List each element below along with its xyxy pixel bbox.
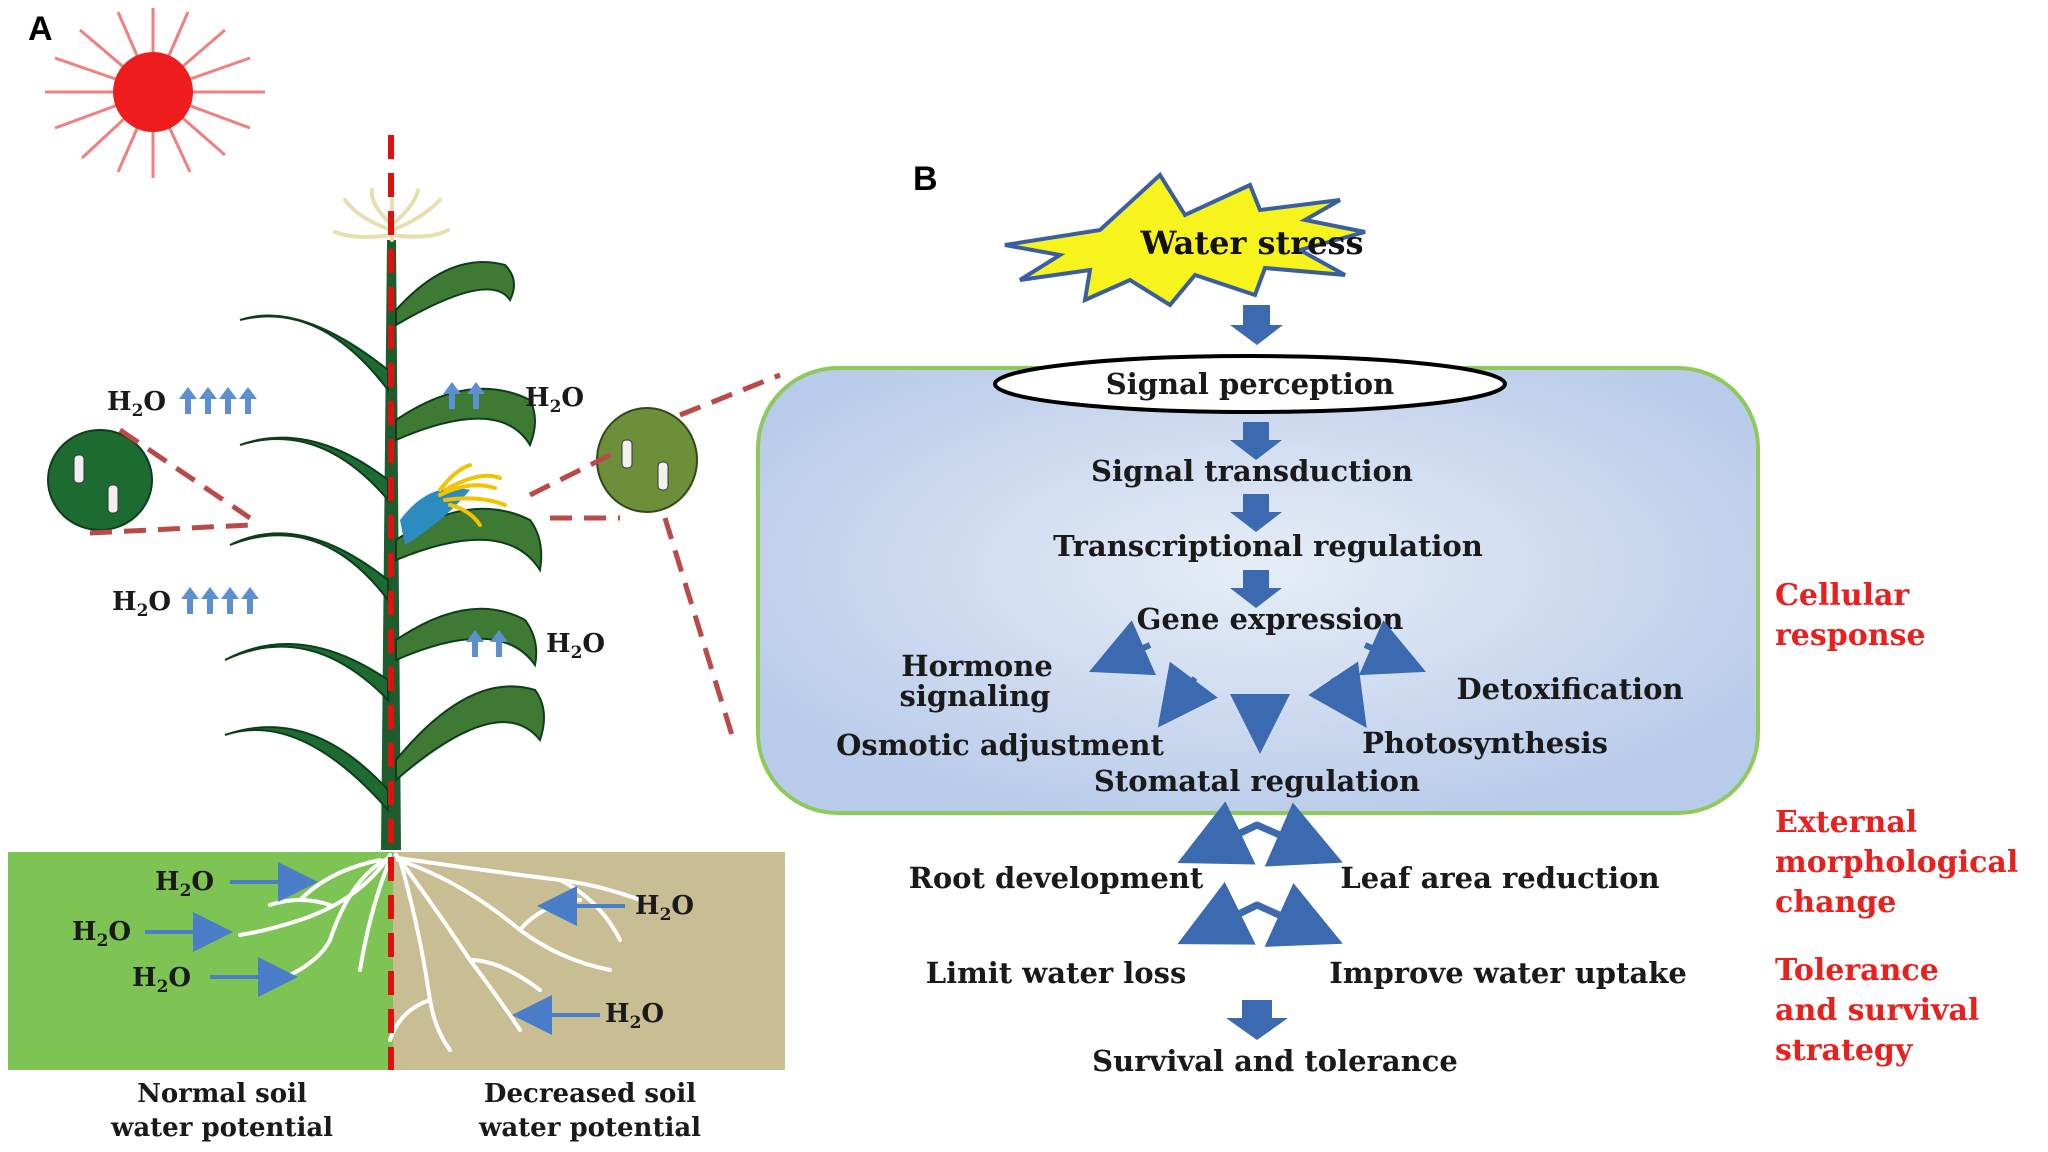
down-arrow [1230, 494, 1282, 532]
decreased-soil-label: Decreased soil [484, 1079, 696, 1109]
transcriptional-regulation-label: Transcriptional regulation [1053, 529, 1483, 563]
improve-water-uptake-label: Improve water uptake [1329, 956, 1687, 990]
signal-perception-ellipse [993, 354, 1507, 414]
leaf-section-stressed [596, 407, 698, 513]
h2o-label: H2O [112, 587, 171, 621]
external-change-label: External [1775, 805, 1917, 840]
corn-ear [400, 463, 507, 545]
gene-expression-label: Gene expression [1137, 602, 1404, 636]
roots-dry [388, 853, 642, 1052]
cellular-response-label: response [1775, 618, 1926, 653]
water-stress-burst [1004, 171, 1366, 308]
hormone-signaling-label: signaling [900, 679, 1051, 713]
h2o-label: H2O [107, 387, 166, 421]
panel-label-b: B [913, 160, 938, 198]
h2o-label: H2O [155, 867, 214, 901]
leaves-normal [224, 314, 389, 813]
h2o-label: H2O [72, 917, 131, 951]
cellular-response-label: Cellular [1775, 578, 1910, 613]
tolerance-strategy-label: Tolerance [1775, 953, 1939, 988]
signal-perception-label: Signal perception [1106, 367, 1394, 401]
decreased-soil-label: water potential [478, 1113, 701, 1143]
signal-transduction-label: Signal transduction [1091, 454, 1413, 488]
root-development-label: Root development [909, 861, 1204, 895]
panel-label-a: A [28, 10, 53, 48]
soil-water-arrows [145, 862, 625, 1035]
sun-icon [45, 8, 265, 178]
tolerance-strategy-label: strategy [1775, 1033, 1914, 1068]
normal-soil [8, 852, 393, 1070]
survival-tolerance-label: Survival and tolerance [1092, 1044, 1458, 1078]
external-change-label: change [1775, 885, 1896, 920]
tolerance-strategy-label: and survival [1775, 993, 1979, 1028]
leaf-section-normal [47, 429, 153, 531]
limit-water-loss-label: Limit water loss [926, 956, 1187, 990]
external-change-label: morphological [1775, 845, 2018, 880]
h2o-label: H2O [525, 383, 584, 417]
fan-out-arrows [1089, 620, 1426, 754]
down-arrow [1230, 305, 1283, 345]
down-arrow [1230, 570, 1282, 608]
detoxification-label: Detoxification [1456, 672, 1683, 706]
water-stress-label: Water stress [1139, 224, 1363, 262]
leaf-area-reduction-label: Leaf area reduction [1340, 861, 1659, 895]
down-arrow [1226, 1000, 1288, 1040]
down-arrow [1230, 422, 1282, 460]
hormone-signaling-label: Hormone [901, 649, 1053, 683]
callout-lines [89, 372, 781, 746]
osmotic-adjustment-label: Osmotic adjustment [836, 728, 1164, 762]
h2o-label: H2O [605, 999, 664, 1033]
stomatal-regulation-label: Stomatal regulation [1094, 764, 1420, 798]
photosynthesis-label: Photosynthesis [1362, 726, 1608, 760]
tassel [333, 188, 450, 242]
h2o-label: H2O [546, 629, 605, 663]
normal-soil-label: water potential [110, 1113, 333, 1143]
h2o-label: H2O [635, 891, 694, 925]
normal-soil-label: Normal soil [137, 1079, 307, 1109]
branch-arrows [1177, 801, 1343, 947]
h2o-label: H2O [132, 963, 191, 997]
